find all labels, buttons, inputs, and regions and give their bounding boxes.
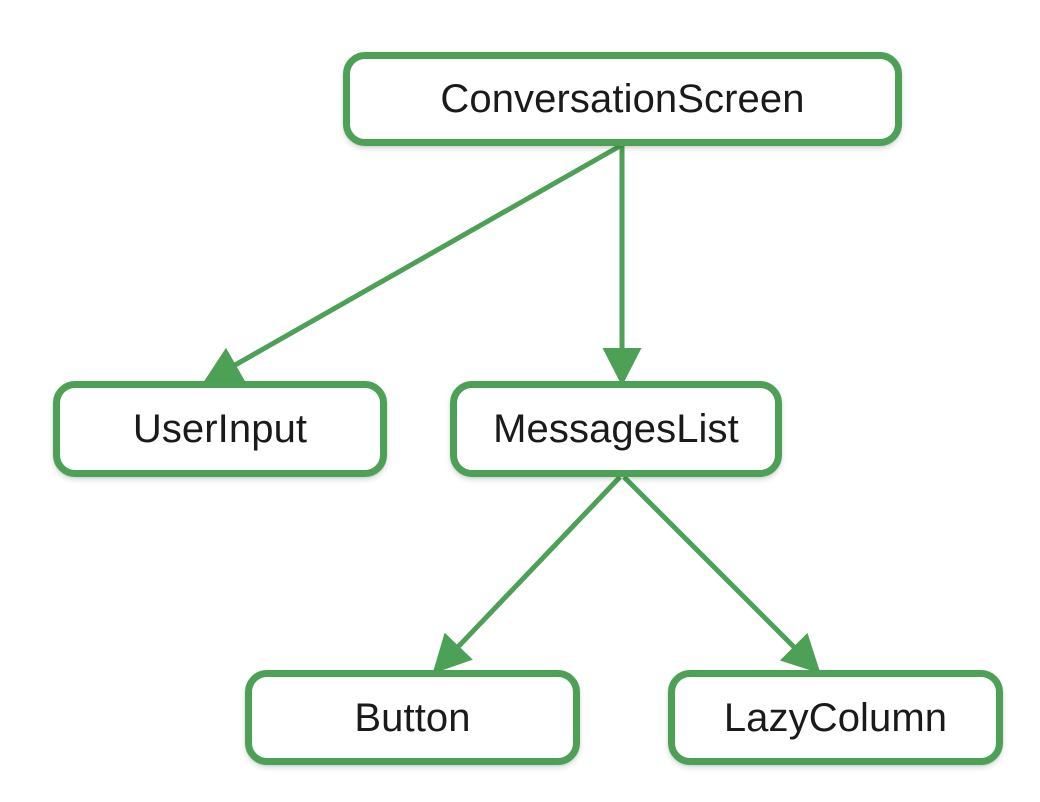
edge-messageslist-to-button xyxy=(432,475,622,674)
node-button-label: Button xyxy=(354,695,471,740)
node-conversation-screen[interactable]: ConversationScreen xyxy=(343,52,902,146)
edge-messageslist-to-lazycolumn xyxy=(622,475,821,674)
node-messages-list[interactable]: MessagesList xyxy=(450,381,782,477)
node-user-input[interactable]: UserInput xyxy=(53,381,387,477)
node-button[interactable]: Button xyxy=(245,670,580,765)
node-lazy-column[interactable]: LazyColumn xyxy=(668,670,1003,765)
node-messages-list-label: MessagesList xyxy=(493,407,739,451)
node-conversation-screen-label: ConversationScreen xyxy=(440,77,805,121)
node-lazy-column-label: LazyColumn xyxy=(723,695,948,740)
node-user-input-label: UserInput xyxy=(132,407,308,451)
edge-conversation-to-userinput xyxy=(202,143,622,384)
